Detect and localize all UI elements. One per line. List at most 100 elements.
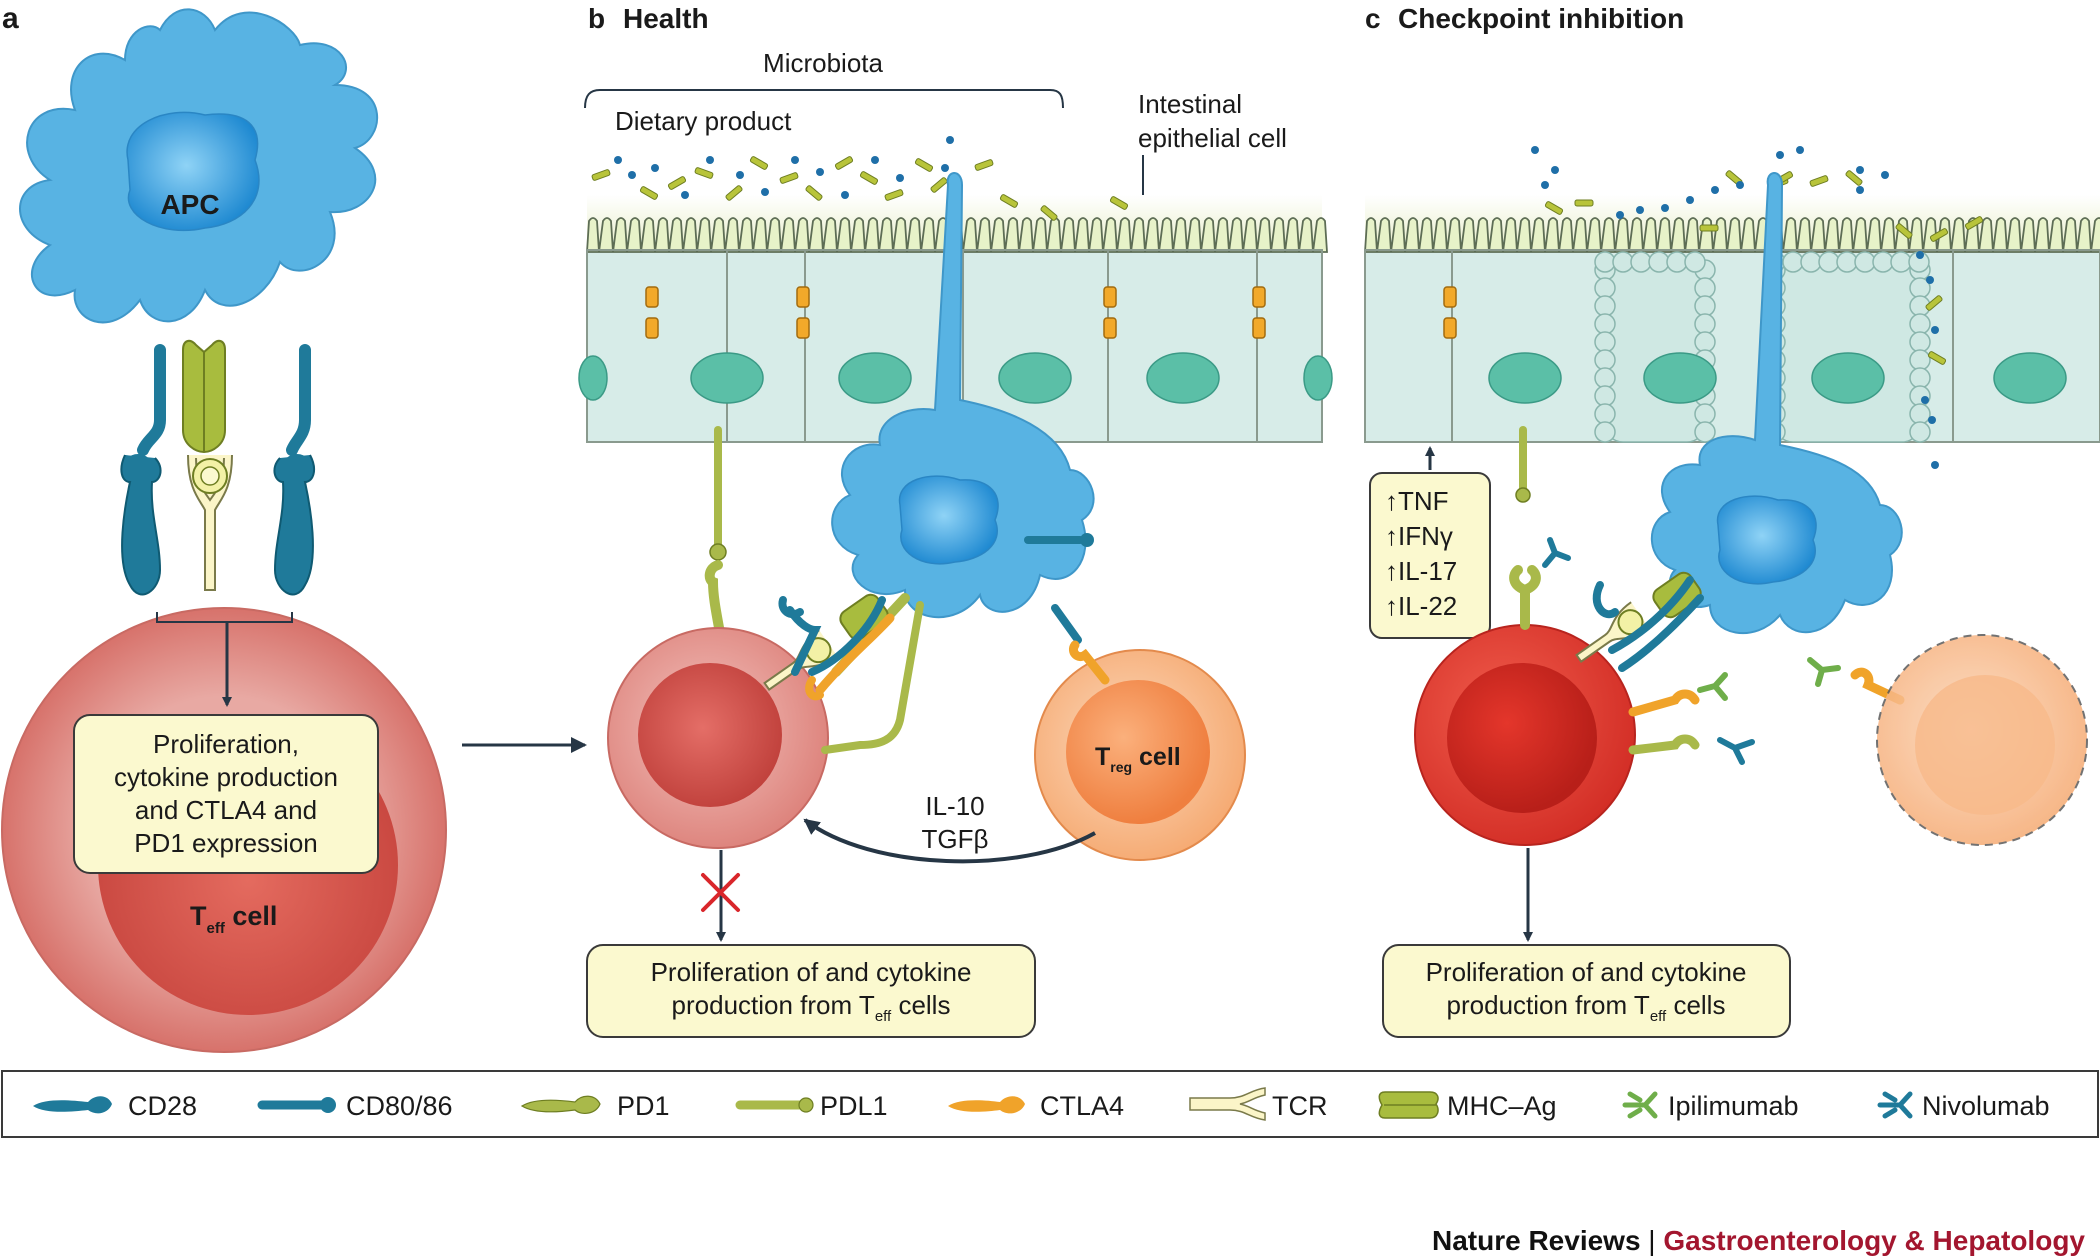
legend-cd28: CD28 [128, 1091, 197, 1121]
damaged-cell-bleb [1694, 331, 1716, 353]
microbe-dot [941, 164, 949, 172]
ipilimumab-icon [1622, 1091, 1658, 1119]
microbe-dot [1931, 461, 1939, 469]
damaged-cell-bleb [1909, 367, 1931, 389]
microbe-dot [1926, 276, 1934, 284]
mhc-ag-large [182, 339, 226, 454]
epithelial-label-1: Intestinal [1138, 89, 1242, 119]
microbe-dot [1541, 181, 1549, 189]
treg-cell-b: Treg cell [1034, 649, 1246, 861]
cytokine-tnf: ↑TNF [1385, 486, 1449, 516]
panel-b-title: Health [623, 3, 709, 34]
legend: CD28 CD80/86 PD1 PDL1 CTLA4 TCR MHC–Ag [1, 1070, 2099, 1138]
panel-c-letter: c [1365, 3, 1381, 34]
panel-c: c Checkpoint inhibition [1364, 3, 2100, 1038]
box-a-line-3: and CTLA4 and [135, 795, 317, 825]
box-a-line-1: Proliferation, [153, 729, 299, 759]
microbe-dot [896, 174, 904, 182]
box-b-line-1: Proliferation of and cytokine [651, 957, 972, 987]
cd28-cd80-pair-right [273, 344, 316, 596]
nivolumab-top [1542, 537, 1571, 568]
teff-cell-c [1414, 624, 1636, 846]
microbe-dot [1881, 171, 1889, 179]
legend-pd1: PD1 [617, 1091, 670, 1121]
damaged-cell-bleb [1594, 331, 1616, 353]
microbiota-particles-c [1531, 146, 1984, 469]
cd80-86-icon [257, 1097, 336, 1113]
microbiota-particles-b [591, 136, 1129, 221]
panel-a: a Teff cell APC [1, 2, 587, 1053]
epithelium-c [1364, 195, 2100, 443]
microbe-rod [859, 171, 879, 185]
il10-tgfb-arrow [803, 818, 1096, 864]
panel-b-letter: b [588, 3, 605, 34]
treg-cell-c [1876, 634, 2088, 846]
microbe-rod [694, 167, 714, 179]
synapse-c [1575, 571, 1905, 765]
microbe-rod [779, 172, 799, 184]
damaged-cell-bleb [1594, 421, 1616, 443]
ctla4-icon [948, 1096, 1025, 1114]
microbe-dot [946, 136, 954, 144]
microbiota-label: Microbiota [763, 48, 883, 78]
damaged-cell-bleb [1594, 403, 1616, 425]
il10-label: IL-10 [925, 791, 984, 821]
apc-cell-large: APC [19, 8, 378, 324]
microbe-dot [1531, 146, 1539, 154]
tcr-large [187, 454, 233, 591]
microbe-dot [1931, 326, 1939, 334]
legend-cd80-86: CD80/86 [346, 1091, 453, 1121]
microbe-dot [841, 191, 849, 199]
microbe-rod [1544, 201, 1564, 215]
microbe-rod [667, 176, 687, 190]
microbe-dot [681, 191, 689, 199]
teff-cell-label: Teff cell [190, 901, 277, 937]
damaged-cell-bleb [1684, 251, 1706, 273]
apc-label: APC [160, 189, 219, 220]
microbe-dot [1661, 204, 1669, 212]
damaged-cell-bleb [1909, 331, 1931, 353]
damaged-cell-bleb [1612, 251, 1634, 273]
microbe-dot [628, 171, 636, 179]
microbe-rod [749, 156, 769, 170]
damaged-cell-bleb [1694, 295, 1716, 317]
microbe-dot [1711, 186, 1719, 194]
box-a-line-4: PD1 expression [134, 828, 318, 858]
legend-mhc-ag: MHC–Ag [1447, 1091, 1557, 1121]
damaged-cell-bleb [1872, 251, 1894, 273]
treg-cell-label: Treg cell [1095, 743, 1181, 775]
tcr-icon [1189, 1087, 1266, 1121]
damaged-cell-bleb [1594, 277, 1616, 299]
blocked-cross-icon [701, 873, 740, 912]
panel-a-letter: a [2, 2, 19, 35]
microbe-rod [1895, 223, 1913, 239]
cd28-icon [33, 1096, 112, 1114]
microbe-rod [1964, 216, 1984, 230]
damaged-cell-bleb [1694, 403, 1716, 425]
pd1-icon [520, 1095, 601, 1114]
microbe-dot [1856, 186, 1864, 194]
microbe-dot [1551, 166, 1559, 174]
damaged-cell-bleb [1666, 251, 1688, 273]
microbe-rod [974, 159, 994, 171]
damaged-cell-bleb [1594, 295, 1616, 317]
damaged-cell-bleb [1836, 251, 1858, 273]
microbe-dot [651, 164, 659, 172]
microbe-rod [1845, 170, 1863, 186]
panel-b: b Health Microbiota Dietary product Inte… [578, 3, 1333, 1038]
damaged-cell-bleb [1909, 313, 1931, 335]
microbe-rod [725, 185, 743, 201]
apc-cell-b [831, 172, 1095, 619]
damaged-cell-body [1774, 261, 1921, 443]
microbe-dot [1636, 206, 1644, 214]
microbe-dot [816, 168, 824, 176]
damaged-cell-bleb [1594, 251, 1616, 273]
box-b-line-2: production from Teff cells [672, 990, 951, 1025]
legend-pdl1: PDL1 [820, 1091, 888, 1121]
damaged-cell-bleb [1800, 251, 1822, 273]
microbe-dot [1856, 166, 1864, 174]
microbe-rod [1927, 351, 1947, 365]
damaged-cell-bleb [1909, 403, 1931, 425]
damaged-cell-bleb [1648, 251, 1670, 273]
